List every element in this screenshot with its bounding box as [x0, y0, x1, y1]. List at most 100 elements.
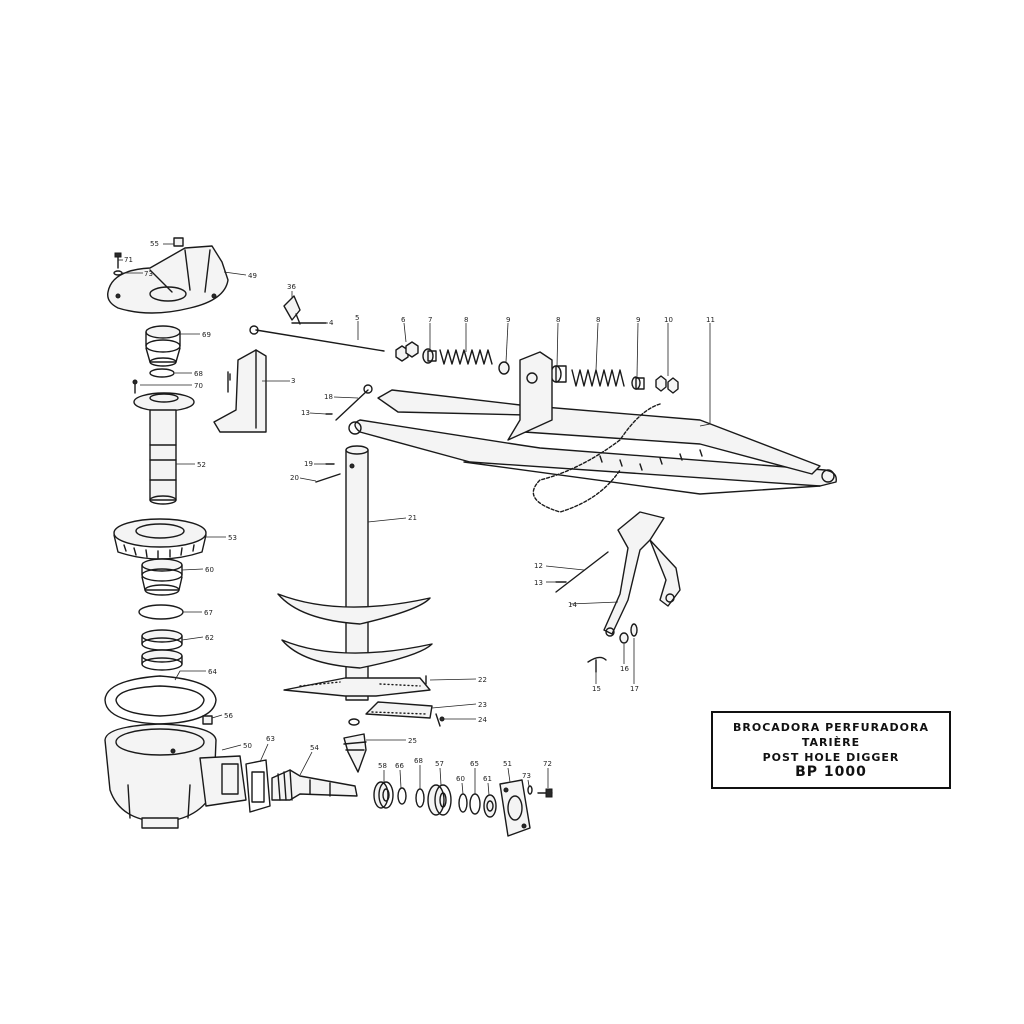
chain: [532, 403, 661, 513]
bolt-20: [315, 473, 341, 483]
part-label: 55: [150, 240, 159, 248]
pin-15: [587, 656, 607, 673]
bolt-24: [435, 713, 445, 727]
part-labels: 55 71 73 49 69 68 70 52 53 60 67 62 64 5…: [124, 240, 715, 783]
part-label: 51: [503, 760, 512, 768]
part-label: 10: [664, 316, 673, 324]
bushing-16: [619, 632, 629, 644]
tie-rod-5: [249, 325, 385, 352]
washer-7: [422, 348, 437, 364]
part-label: 68: [194, 370, 203, 378]
part-label: 58: [378, 762, 387, 770]
nuts-10: [655, 375, 679, 394]
main-frame-11: [348, 351, 837, 495]
part-label: 9: [506, 316, 510, 324]
bolt-71: [114, 252, 122, 269]
drill-point-25: [343, 718, 367, 773]
part-label: 73: [144, 270, 153, 278]
lever-36: [283, 295, 301, 325]
model-number: BP 1000: [795, 764, 867, 780]
part-label: 63: [266, 735, 275, 743]
shim-68: [415, 788, 425, 808]
part-label: 64: [208, 668, 217, 676]
part-label: 13: [534, 579, 543, 587]
part-label: 8: [596, 316, 600, 324]
title-line-english: POST HOLE DIGGER: [762, 751, 900, 764]
part-label: 19: [304, 460, 313, 468]
part-label: 65: [470, 760, 479, 768]
rod-12: [555, 551, 609, 593]
part-label: 8: [464, 316, 468, 324]
pinion-shaft-54: [271, 769, 358, 801]
washer-9b: [631, 376, 645, 390]
part-label: 61: [483, 775, 492, 783]
title-block: BROCADORA PERFURADORA TARIÈRE POST HOLE …: [711, 711, 951, 789]
part-label: 12: [534, 562, 543, 570]
part-label: 24: [478, 716, 487, 724]
spacer-9a: [498, 361, 510, 375]
part-label: 54: [310, 744, 319, 752]
washer-73b: [527, 785, 533, 795]
part-label: 71: [124, 256, 133, 264]
bearing-60: [141, 558, 183, 596]
auger-21: [277, 445, 433, 701]
part-label: 49: [248, 272, 257, 280]
title-line-portuguese: BROCADORA PERFURADORA: [732, 721, 930, 734]
bushing-8b: [550, 365, 567, 383]
circlip-66: [397, 787, 407, 805]
part-label: 11: [706, 316, 715, 324]
part-label: 22: [478, 676, 487, 684]
part-label: 6: [401, 316, 406, 324]
crown-gear-53: [113, 518, 207, 560]
part-label: 57: [435, 760, 444, 768]
part-label: 60: [205, 566, 214, 574]
part-label: 18: [324, 393, 333, 401]
washer-73: [113, 270, 123, 276]
gearbox-housing-50: [104, 723, 247, 829]
leader-lines: [118, 243, 711, 796]
part-label: 9: [636, 316, 640, 324]
part-label: 56: [224, 712, 233, 720]
washer-17: [630, 623, 638, 637]
bolt-72: [537, 788, 553, 798]
part-label: 14: [568, 601, 577, 609]
nuts-6: [395, 341, 419, 362]
part-label: 4: [329, 319, 334, 327]
part-label: 68: [414, 757, 423, 765]
circlip-68: [149, 368, 175, 378]
shim-67: [138, 604, 184, 620]
part-label: 17: [630, 685, 639, 693]
part-label: 5: [355, 314, 359, 322]
part-label: 8: [556, 316, 560, 324]
part-label: 60: [456, 775, 465, 783]
part-label: 72: [543, 760, 552, 768]
part-label: 66: [395, 762, 404, 770]
part-label: 53: [228, 534, 237, 542]
cutting-blade-23: [365, 701, 433, 719]
part-label: 73: [522, 772, 531, 780]
main-shaft-52: [133, 392, 195, 505]
part-label: 69: [202, 331, 211, 339]
gasket-64: [104, 675, 217, 725]
bolt-55: [173, 237, 184, 247]
pin-70: [132, 379, 138, 394]
part-label: 21: [408, 514, 417, 522]
plug-56: [202, 715, 213, 725]
bearing-57: [427, 784, 452, 816]
part-label: 7: [428, 316, 432, 324]
part-label: 15: [592, 685, 601, 693]
part-label: 20: [290, 474, 299, 482]
part-label: 36: [287, 283, 296, 291]
bearing-cover-51: [499, 779, 531, 837]
part-label: 16: [620, 665, 629, 673]
part-label: 50: [243, 742, 252, 750]
bearing-cup-62: [141, 629, 183, 671]
part-label: 3: [291, 377, 295, 385]
ring-65: [469, 793, 481, 815]
part-label: 13: [301, 409, 310, 417]
spring-8c: [571, 369, 625, 387]
part-label: 23: [478, 701, 487, 709]
part-label: 67: [204, 609, 213, 617]
gearbox-top-cover: [107, 245, 229, 314]
